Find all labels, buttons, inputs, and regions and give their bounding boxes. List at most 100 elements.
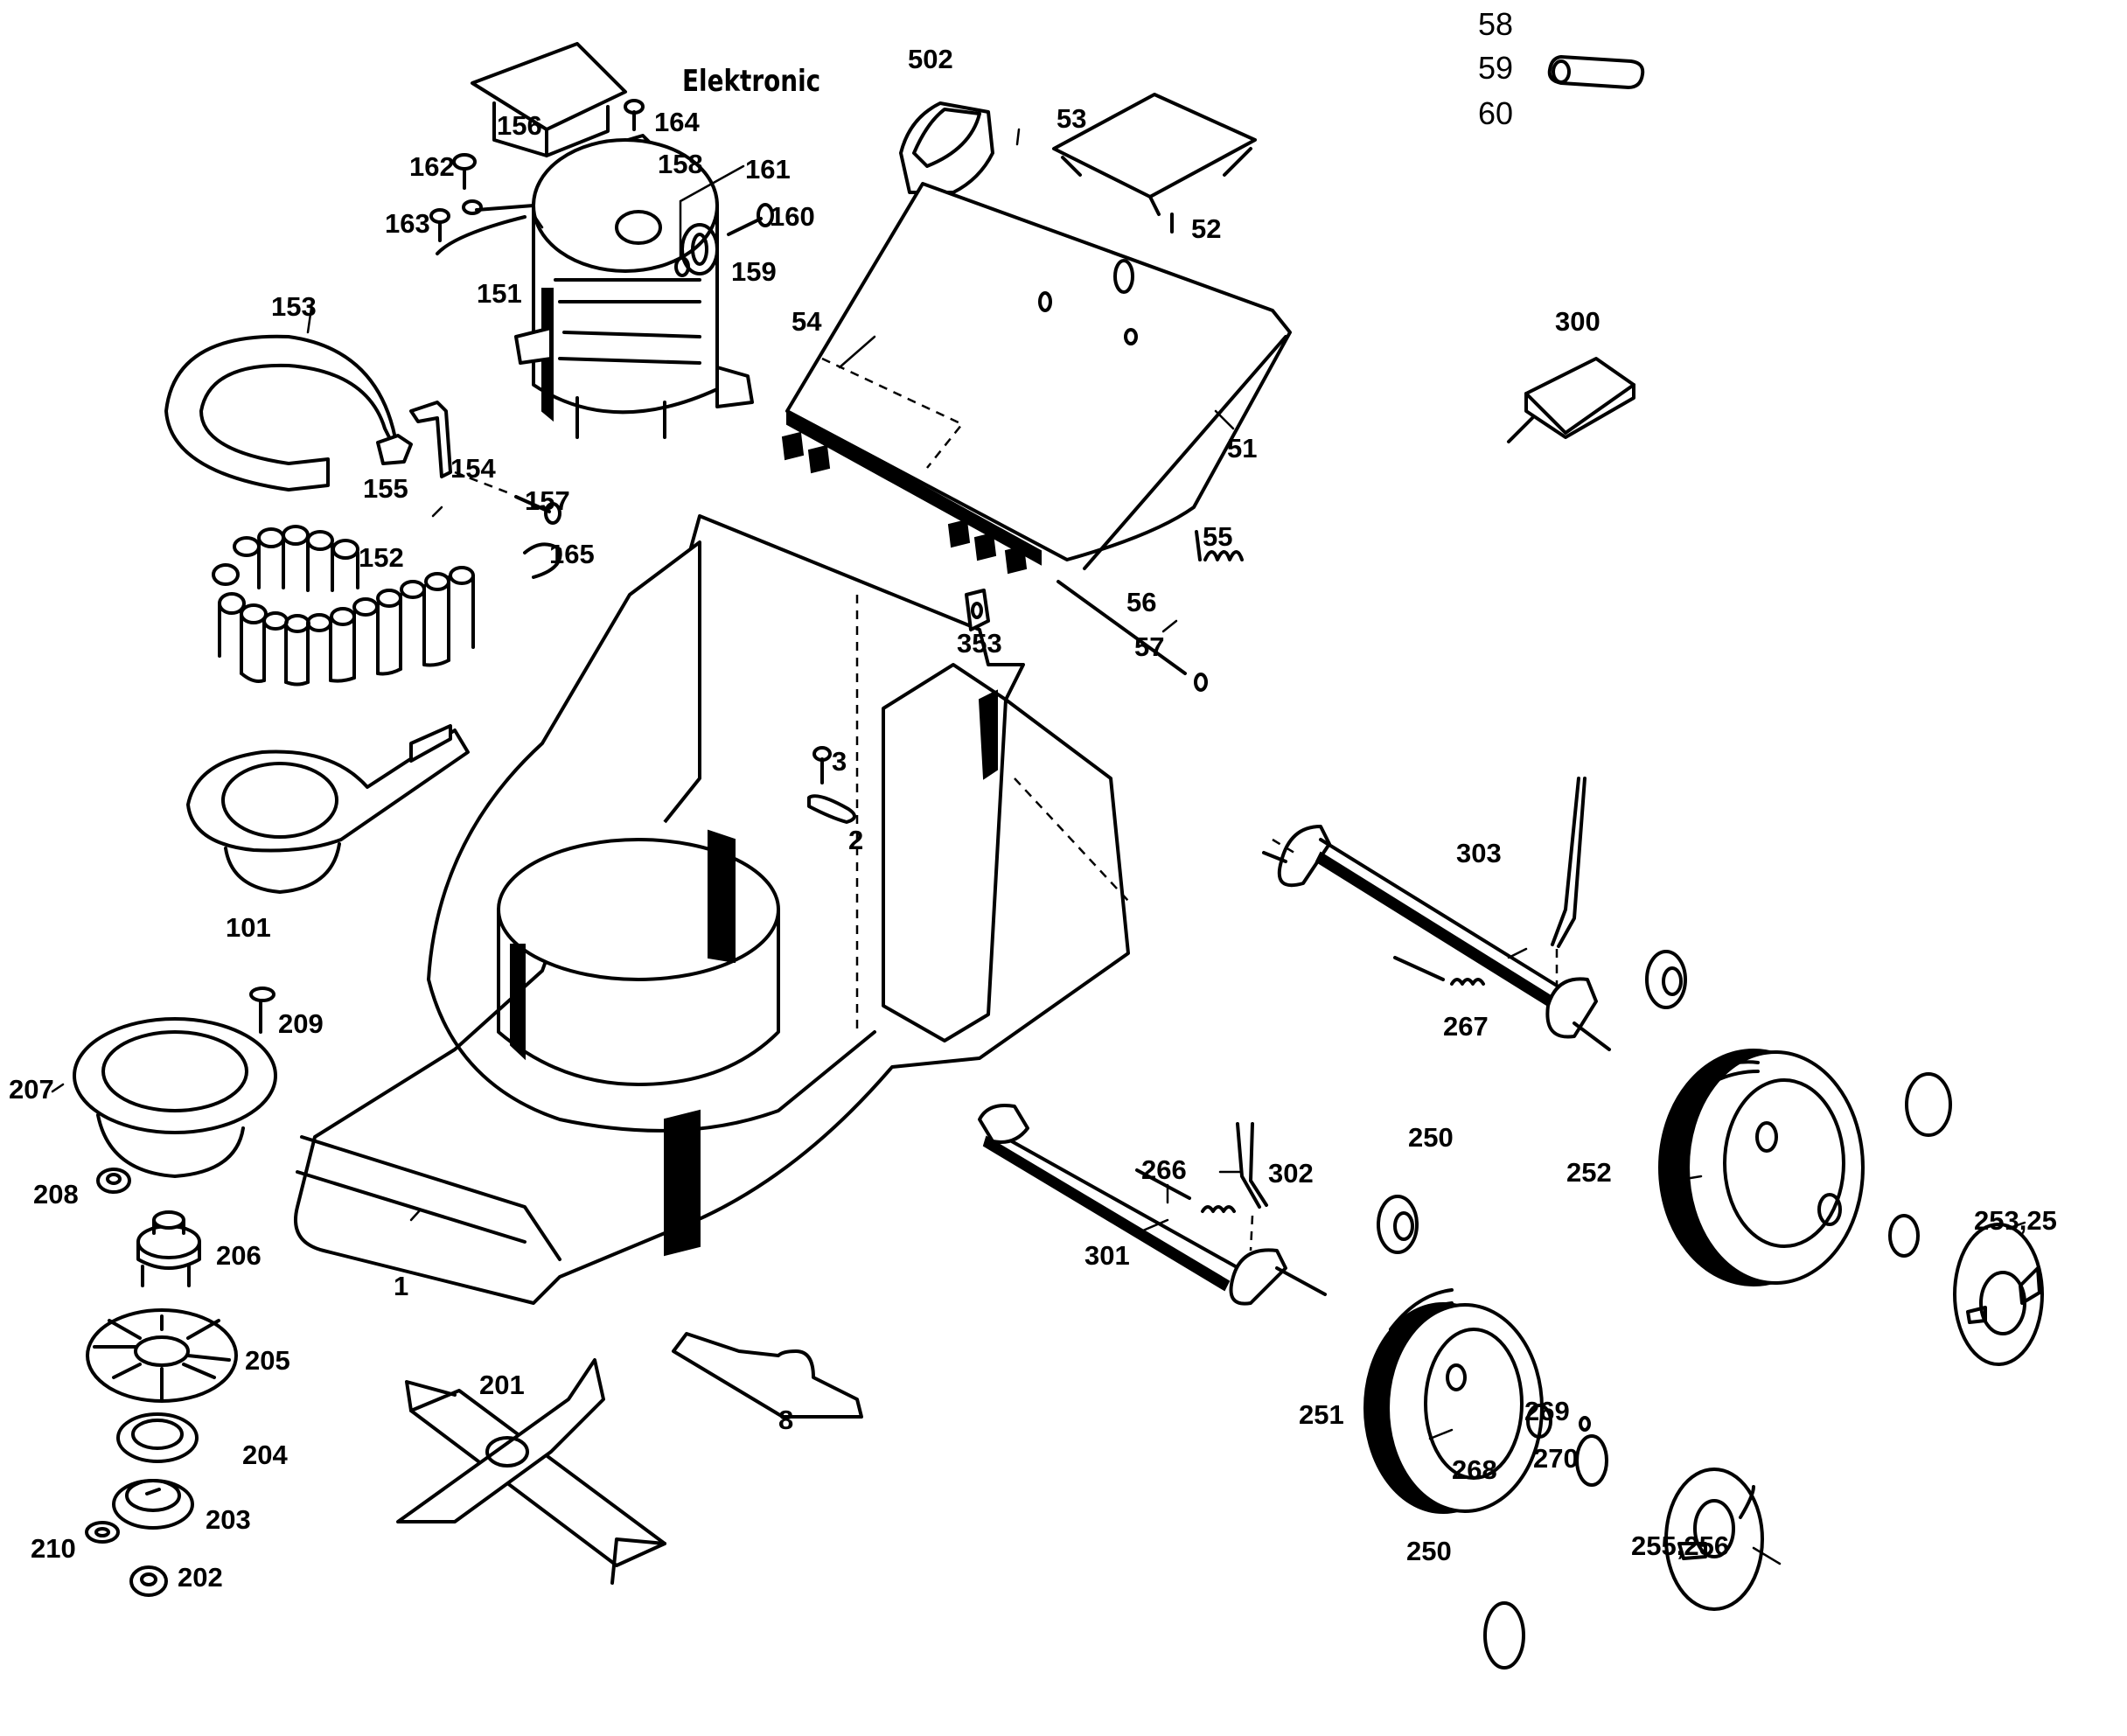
label-202: 202 [178, 1562, 223, 1593]
part-301-axle [978, 1104, 1327, 1306]
label-252: 252 [1566, 1157, 1612, 1188]
part-302-lever [1236, 1122, 1268, 1251]
part-268-washer [1526, 1404, 1552, 1439]
label-160: 160 [770, 201, 815, 232]
label-52: 52 [1191, 213, 1222, 244]
part-3-screw [812, 746, 832, 784]
part-159-grommet [680, 223, 719, 275]
part-251-wheel [1363, 1288, 1544, 1514]
part-101-chute [186, 724, 470, 894]
label-54: 54 [792, 306, 822, 337]
part-151-motor [514, 138, 754, 439]
part-upper-axle [1262, 825, 1611, 1051]
part-156-electronic-box [471, 42, 627, 157]
label-154: 154 [450, 453, 496, 484]
label-250-upper: 250 [1408, 1122, 1454, 1153]
part-203-hub [112, 1479, 194, 1530]
part-209-screw [249, 987, 275, 1034]
label-203: 203 [206, 1504, 251, 1535]
label-3: 3 [832, 746, 847, 777]
part-201-blade [396, 1358, 666, 1585]
label-210: 210 [31, 1533, 76, 1564]
label-163: 163 [385, 208, 430, 239]
label-165: 165 [549, 539, 595, 569]
part-250-cap-bottom [1483, 1601, 1525, 1670]
part-502-cover [899, 101, 994, 194]
part-253-hubcap [1953, 1223, 2044, 1366]
label-159: 159 [731, 256, 777, 287]
label-270: 270 [1533, 1443, 1579, 1474]
label-201: 201 [479, 1370, 525, 1400]
label-209: 209 [278, 1008, 324, 1039]
label-8: 8 [778, 1405, 794, 1435]
label-56: 56 [1126, 587, 1157, 617]
label-57: 57 [1134, 631, 1165, 662]
part-160-bolt [727, 203, 774, 236]
label-51: 51 [1227, 433, 1258, 464]
part-353-nut [965, 589, 990, 631]
part-163-screw [429, 204, 535, 255]
part-250-hub-lower [1377, 1195, 1419, 1254]
label-206: 206 [216, 1240, 262, 1271]
label-101: 101 [226, 912, 271, 943]
part-56-rod [1057, 580, 1187, 675]
part-51-housing [781, 182, 1292, 575]
part-207-flange [73, 1017, 277, 1178]
part-53-cover [1052, 93, 1257, 216]
part-210-washer [85, 1521, 120, 1544]
part-1-deck [294, 514, 1130, 1305]
legend-item-60: 60 [1478, 95, 1514, 131]
part-266-pin [1135, 1168, 1236, 1213]
label-157: 157 [525, 485, 570, 516]
part-165-clip [523, 542, 562, 579]
part-164-screw [624, 99, 645, 131]
part-152-battery-pack [212, 525, 475, 687]
part-206-hub [136, 1210, 201, 1287]
label-151: 151 [477, 278, 522, 309]
label-208: 208 [33, 1179, 79, 1210]
part-204-washer [116, 1412, 199, 1463]
label-300: 300 [1555, 306, 1600, 337]
label-266: 266 [1141, 1154, 1187, 1185]
part-300-plug [1507, 357, 1635, 443]
label-353: 353 [957, 628, 1002, 659]
label-205: 205 [245, 1345, 290, 1376]
part-155-block [376, 434, 413, 465]
part-upper-cap [1905, 1072, 1952, 1137]
legend-item-58: 58 [1478, 6, 1514, 42]
part-59-sleeve [1547, 55, 1645, 89]
part-269-clip [1579, 1416, 1591, 1432]
label-251: 251 [1299, 1399, 1344, 1430]
part-270-cap [1575, 1434, 1608, 1487]
part-202-nut [129, 1565, 168, 1597]
label-1: 1 [394, 1271, 409, 1301]
part-303-lever [1551, 777, 1587, 988]
label-162: 162 [409, 151, 455, 182]
part-205-fan [86, 1308, 238, 1403]
diagram-title: Elektronic [682, 64, 821, 99]
label-253: 253,25 [1974, 1205, 2057, 1236]
part-252-wheel [1658, 1049, 1865, 1286]
label-161: 161 [745, 154, 791, 185]
label-302: 302 [1268, 1158, 1314, 1189]
label-155: 155 [363, 473, 408, 504]
part-208-nut [96, 1168, 131, 1194]
part-255-hubcap [1664, 1468, 1764, 1611]
label-207: 207 [9, 1074, 54, 1105]
part-2-clip [807, 794, 856, 824]
label-55: 55 [1203, 521, 1233, 552]
leader-lines [51, 128, 2026, 1565]
part-55-spring [1195, 530, 1244, 561]
label-2: 2 [848, 825, 864, 855]
part-57-washer [1194, 673, 1208, 692]
part-8-plate [672, 1332, 863, 1419]
part-162-screw [452, 153, 483, 215]
legend-item-59: 59 [1478, 50, 1514, 86]
part-upper-washer [1817, 1193, 1920, 1258]
label-267: 267 [1443, 1011, 1489, 1042]
part-153-ring [164, 334, 400, 492]
part-157-screw [454, 471, 561, 525]
part-250-hub-upper [1645, 950, 1687, 1009]
label-164: 164 [654, 107, 700, 137]
